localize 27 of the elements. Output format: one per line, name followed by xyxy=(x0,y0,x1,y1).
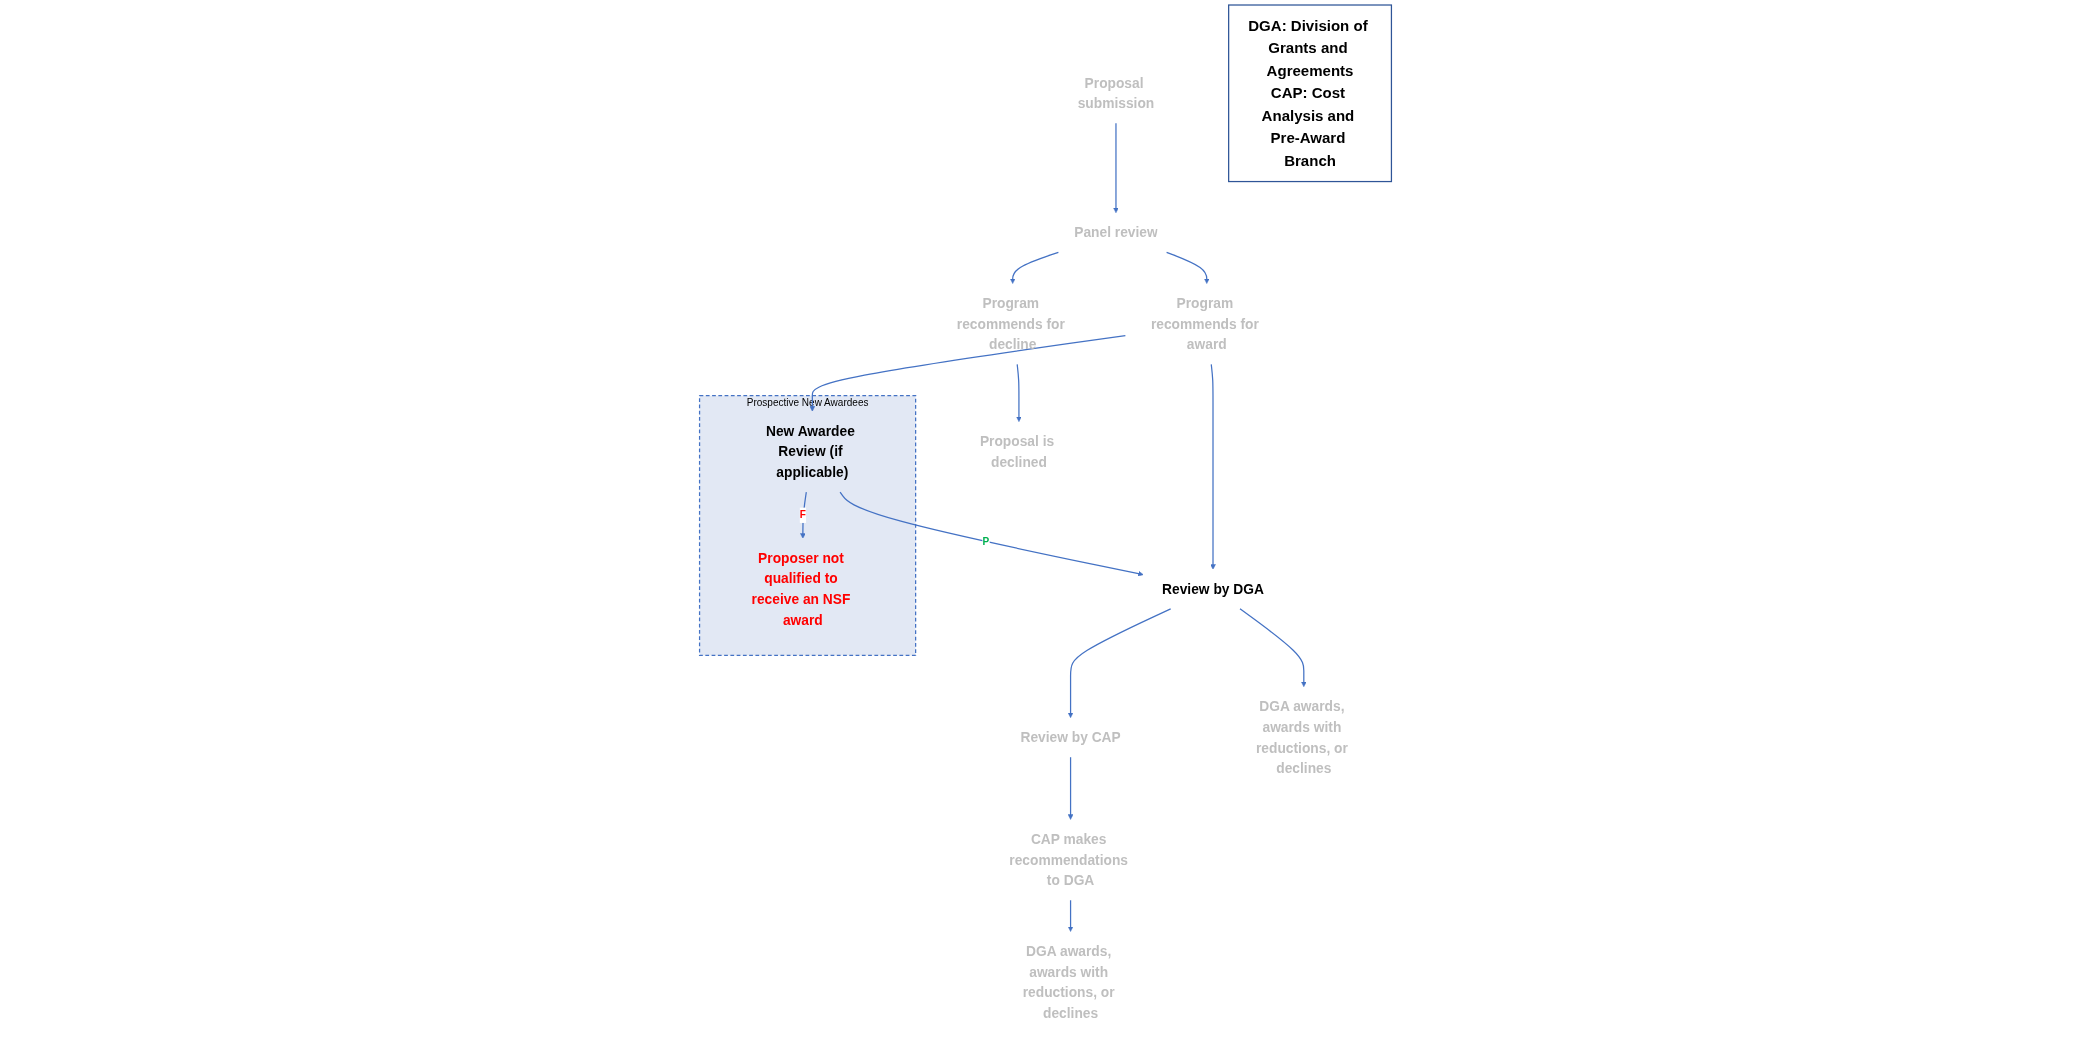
node-text: Proposal submission xyxy=(1077,75,1155,112)
arrow xyxy=(1113,122,1119,214)
node-text: Review by CAP xyxy=(1020,729,1121,746)
arrow xyxy=(809,334,1126,412)
node-text: Proposer not qualified to receive an NSF award xyxy=(751,550,851,628)
arrow xyxy=(1016,363,1022,422)
arrow xyxy=(839,491,1144,577)
node-text: Review by DGA xyxy=(1162,581,1264,597)
node-text: CAP makes recommendations to DGA xyxy=(1009,831,1128,889)
node-text: Proposal is declined xyxy=(979,433,1055,470)
arrow xyxy=(800,491,807,539)
arrow xyxy=(1165,251,1210,284)
node-text: New Awardee Review (if applicable) xyxy=(766,423,855,481)
edge-label: F xyxy=(799,509,806,521)
arrow xyxy=(1067,899,1074,932)
node-text: Panel review xyxy=(1074,224,1158,241)
node-text: DGA awards, awards with reductions, or declines xyxy=(1255,698,1348,777)
arrow xyxy=(1210,363,1216,570)
node-box: DGA: Division of Grants and Agreements CAP: Cost Analysis and Pre-Award Branch xyxy=(1228,4,1393,183)
node-text: DGA awards, awards with reductions, or declines xyxy=(1022,943,1115,1022)
node-text: Program recommends for award xyxy=(1150,295,1259,353)
arrow xyxy=(1009,251,1059,284)
arrow xyxy=(1067,756,1074,820)
edge-label: P xyxy=(982,536,990,548)
arrow xyxy=(1239,608,1307,688)
arrow xyxy=(1067,608,1172,718)
node-text: Program recommends for decline xyxy=(956,295,1065,353)
